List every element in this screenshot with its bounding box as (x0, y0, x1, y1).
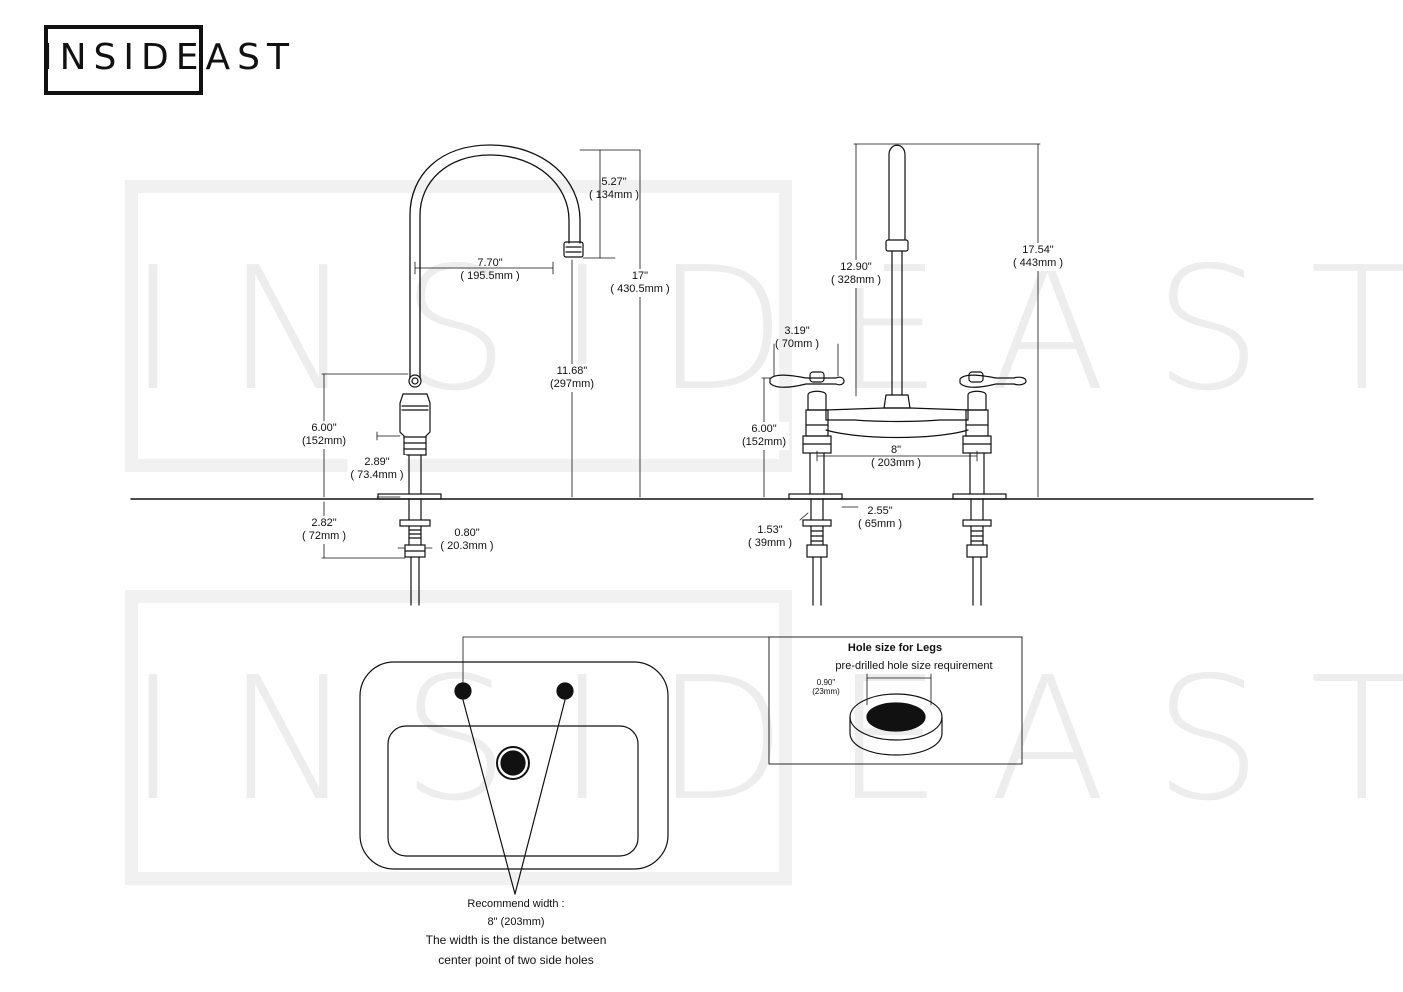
hole-detail (768, 636, 1023, 765)
side-view-dimension-lines (321, 149, 641, 559)
sink-note-width: 8" (203mm) (487, 916, 545, 928)
hole-box-subtitle: pre-drilled hole size requirement (835, 660, 993, 672)
watermark-text-top: INSIDEAST (128, 231, 1403, 429)
watermark-frame-bottom (125, 590, 792, 885)
dim-spout-drop: 5.27"( 134mm ) (588, 176, 640, 201)
left-side-hole (454, 682, 472, 700)
front-view-faucet (769, 144, 1027, 606)
dim-base-height-front: 6.00"(152mm) (738, 422, 790, 450)
sink-note-line2: center point of two side holes (438, 953, 594, 967)
dim-shank-width: 0.80"( 20.3mm ) (440, 527, 494, 552)
sink-note-line1: The width is the distance between (425, 933, 607, 947)
dim-shank-depth: 2.82"( 72mm ) (299, 516, 349, 544)
dim-spout-height: 11.68"(297mm) (546, 364, 598, 392)
dim-flange-diameter: 2.55"( 65mm ) (858, 505, 902, 530)
dim-handle-width: 3.19"( 70mm ) (775, 325, 819, 350)
dim-body-height: 2.89"( 73.4mm ) (347, 455, 407, 483)
sink-top-view (359, 636, 770, 895)
watermark-frame-top (125, 180, 792, 472)
dim-total-height-front: 17.54"( 443mm ) (1009, 243, 1067, 271)
dim-total-height-side: 17"( 430.5mm ) (607, 269, 673, 297)
right-side-hole (556, 682, 574, 700)
dim-hole-diameter: 0.90"(23mm) (812, 678, 840, 696)
dim-spout-rise: 12.90"( 328mm ) (827, 260, 885, 288)
logo: INSIDEAST (42, 37, 296, 78)
dim-base-height-side: 6.00"(152mm) (298, 421, 350, 449)
side-view-faucet (377, 144, 584, 606)
dim-flange-shank: 1.53"( 39mm ) (748, 524, 792, 549)
sink-note-title: Recommend width : (467, 898, 565, 910)
hole-box-title: Hole size for Legs (847, 642, 943, 654)
watermark-text-bottom: INSIDEAST (128, 641, 1403, 839)
dim-center-spacing: 8"( 203mm ) (870, 444, 922, 469)
drain-hole (496, 746, 530, 780)
dim-spout-reach: 7.70"( 195.5mm ) (460, 257, 520, 282)
logo-frame (44, 25, 203, 95)
